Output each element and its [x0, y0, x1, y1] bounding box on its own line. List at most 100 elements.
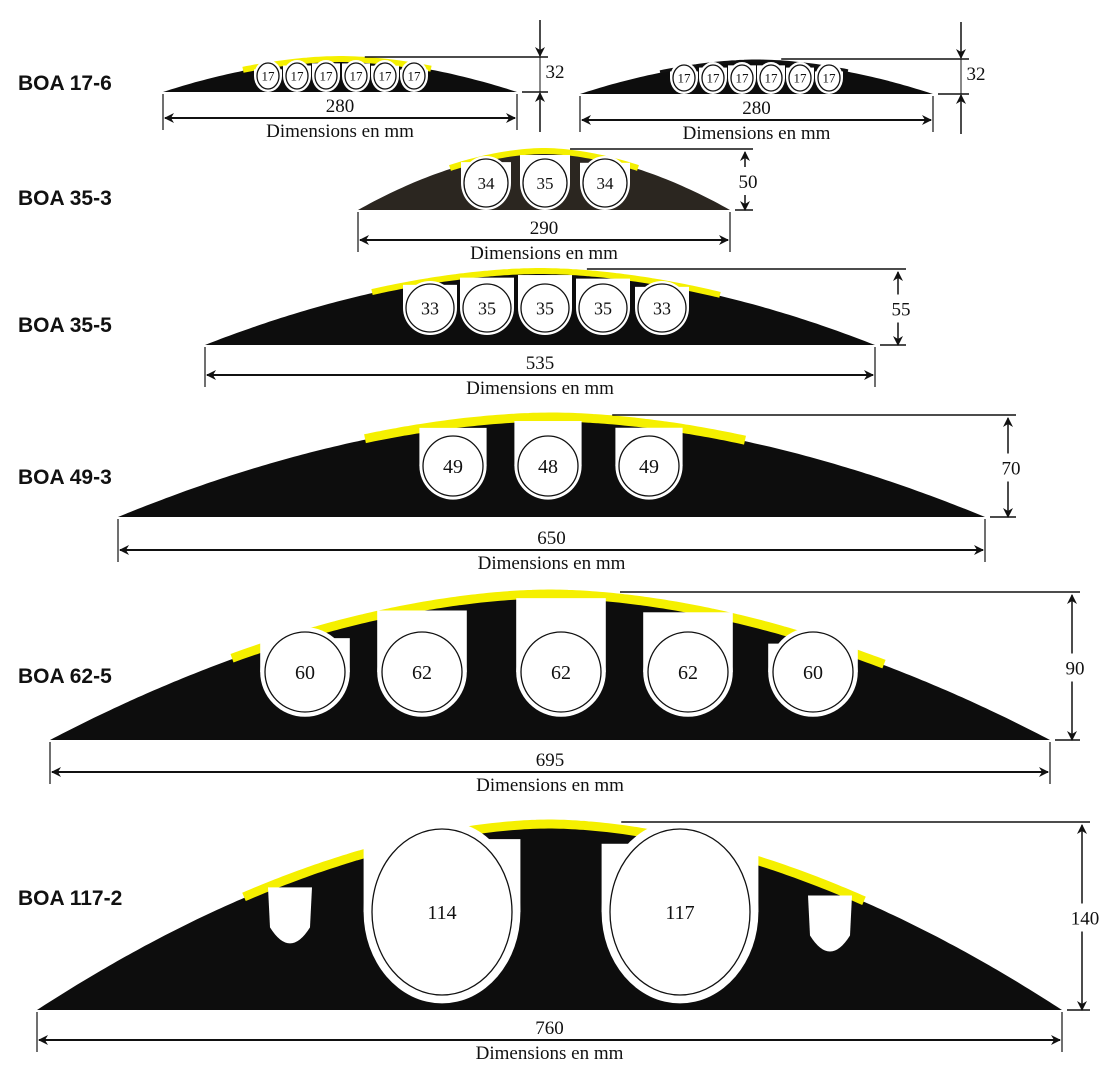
- channel-circle: [463, 158, 509, 208]
- width-value: 760: [535, 1018, 564, 1039]
- channel-size-label: 17: [320, 69, 334, 84]
- profile-body: [580, 62, 933, 94]
- channel-circle: [520, 631, 602, 713]
- width-value: 535: [526, 353, 555, 374]
- channel-circle: [618, 435, 680, 497]
- slot: [808, 895, 852, 952]
- slot: [268, 887, 312, 944]
- channel-size-label: 35: [594, 298, 612, 318]
- channel-size-label: 35: [536, 298, 554, 318]
- channel-circle: [672, 64, 696, 92]
- channel-circle: [647, 631, 729, 713]
- channel-circle: [314, 62, 338, 90]
- channel-size-label: 60: [803, 662, 823, 684]
- channel-circle: [788, 64, 812, 92]
- width-value: 290: [530, 218, 559, 239]
- channel-size-label: 17: [350, 69, 364, 84]
- channel-size-label: 62: [551, 662, 571, 684]
- channel-circle: [701, 64, 725, 92]
- dimensions-caption: Dimensions en mm: [478, 553, 626, 574]
- width-value: 695: [536, 750, 565, 771]
- model-label: BOA 62-5: [18, 665, 112, 688]
- channel-size-label: 34: [478, 174, 496, 193]
- dimensions-caption: Dimensions en mm: [466, 378, 614, 399]
- channel-circle: [422, 435, 484, 497]
- channel-circle: [609, 828, 751, 996]
- cover-strip: [242, 819, 866, 905]
- channel-circle: [522, 158, 568, 208]
- channel-size-label: 34: [597, 174, 615, 193]
- channel-circle: [582, 158, 628, 208]
- model-label: BOA 35-5: [18, 314, 112, 337]
- channel-circle: [759, 64, 783, 92]
- width-value: 280: [742, 98, 771, 119]
- height-value: 32: [546, 62, 565, 83]
- channel-size-label: 35: [478, 298, 496, 318]
- width-value: 650: [537, 528, 566, 549]
- channel-size-label: 17: [379, 69, 393, 84]
- channel-size-label: 17: [736, 71, 750, 86]
- height-value: 32: [967, 64, 986, 85]
- channel-size-label: 17: [707, 71, 721, 86]
- channel-circle: [256, 62, 280, 90]
- channel-circle: [578, 283, 628, 333]
- channel-size-label: 62: [678, 662, 698, 684]
- dimensions-caption: Dimensions en mm: [476, 775, 624, 796]
- channel-size-label: 49: [639, 456, 659, 478]
- channel-circle: [637, 283, 687, 333]
- channel-size-label: 17: [765, 71, 779, 86]
- model-label: BOA 35-3: [18, 187, 112, 210]
- channel-circle: [371, 828, 513, 996]
- channel-circle: [462, 283, 512, 333]
- channel-circle: [405, 283, 455, 333]
- channel-circle: [517, 435, 579, 497]
- height-value: 50: [739, 172, 758, 193]
- channel-size-label: 17: [291, 69, 305, 84]
- model-label: BOA 117-2: [18, 887, 122, 910]
- channel-size-label: 62: [412, 662, 432, 684]
- channel-size-label: 17: [823, 71, 837, 86]
- height-value: 140: [1071, 909, 1100, 930]
- height-value: 55: [892, 300, 911, 321]
- model-label: BOA 49-3: [18, 466, 112, 489]
- height-value: 90: [1066, 659, 1085, 680]
- width-value: 280: [326, 96, 355, 117]
- channel-size-label: 33: [421, 298, 439, 318]
- channel-circle: [381, 631, 463, 713]
- channel-size-label: 49: [443, 456, 463, 478]
- profile-body: [37, 825, 1062, 1010]
- height-value: 70: [1002, 459, 1021, 480]
- channel-circle: [373, 62, 397, 90]
- channel-size-label: 48: [538, 456, 558, 478]
- channel-size-label: 60: [295, 662, 315, 684]
- dimensions-caption: Dimensions en mm: [470, 243, 618, 264]
- channel-circle: [730, 64, 754, 92]
- channel-size-label: 17: [794, 71, 808, 86]
- dimensions-caption: Dimensions en mm: [476, 1043, 624, 1064]
- channel-size-label: 35: [537, 174, 554, 193]
- channel-size-label: 117: [665, 902, 694, 924]
- dimensions-caption: Dimensions en mm: [683, 123, 831, 144]
- channel-size-label: 17: [678, 71, 692, 86]
- cover-strip: [230, 589, 886, 669]
- channel-size-label: 33: [653, 298, 671, 318]
- channel-circle: [402, 62, 426, 90]
- channel-size-label: 17: [262, 69, 276, 84]
- model-label: BOA 17-6: [18, 72, 112, 95]
- channel-circle: [817, 64, 841, 92]
- channel-circle: [520, 283, 570, 333]
- channel-size-label: 114: [427, 902, 456, 924]
- channel-circle: [772, 631, 854, 713]
- channel-size-label: 17: [408, 69, 422, 84]
- channel-circle: [264, 631, 346, 713]
- dimensions-caption: Dimensions en mm: [266, 121, 414, 142]
- channel-circle: [285, 62, 309, 90]
